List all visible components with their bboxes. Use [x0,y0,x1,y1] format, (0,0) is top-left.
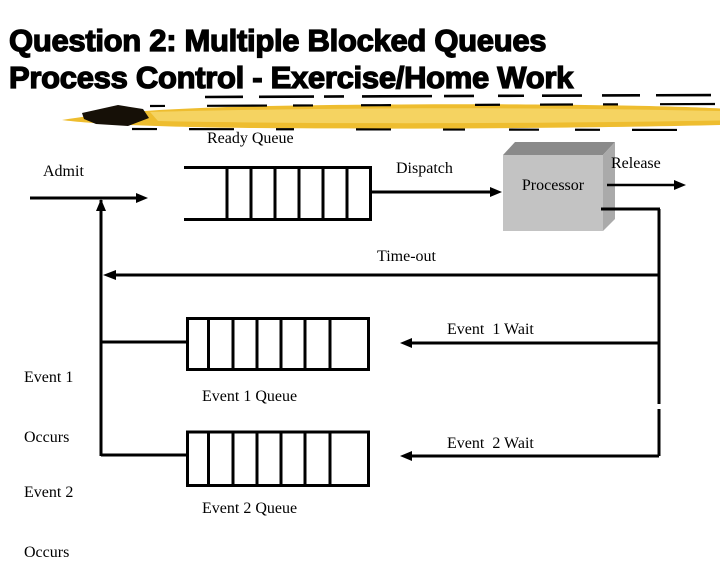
event2-occurs-line1: Event 2 [24,484,74,501]
processor-label: Processor [521,177,585,194]
event1-wait-label: Event 1 Wait [447,321,534,338]
title-line-2: Process Control - Exercise/Home Work [8,59,574,95]
release-label: Release [611,155,661,172]
event2-queue [186,430,370,487]
event1-occurs-label: Event 1 Occurs [24,328,73,468]
brush-stroke-decoration [62,93,720,132]
event1-queue-label: Event 1 Queue [202,388,298,405]
event2-queue-label: Event 2 Queue [202,500,298,517]
flow-lines [30,180,686,461]
page-title: Question 2: Multiple Blocked Queues Proc… [8,22,715,96]
event2-wait-label: Event 2 Wait [447,435,534,452]
slide: { "title": { "line1": "Question 2: Multi… [8,22,720,561]
event1-queue [186,317,370,371]
ready-queue [184,166,372,221]
admit-label: Admit [43,163,84,180]
dispatch-label: Dispatch [396,160,453,177]
ready-queue-label: Ready Queue [207,130,294,147]
event2-occurs-line2: Occurs [24,544,70,561]
timeout-up-arrowhead [96,199,106,211]
timeout-label: Time-out [377,248,436,265]
title-line-1: Question 2: Multiple Blocked Queues [8,22,547,58]
event1-occurs-line2: Occurs [24,429,70,446]
process-diagram [30,93,720,487]
event1-occurs-line1: Event 1 [24,369,74,386]
event2-occurs-label: Event 2 Occurs [24,443,73,583]
